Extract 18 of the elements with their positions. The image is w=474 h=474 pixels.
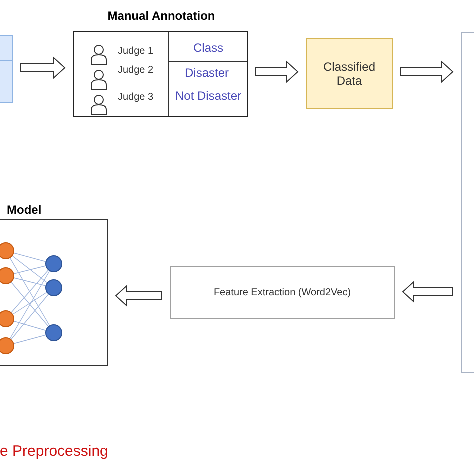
process-box bbox=[170, 266, 395, 319]
process-box bbox=[306, 38, 393, 109]
box-label: Feature Extraction (Word2Vec) bbox=[212, 287, 352, 298]
judge-label: Judge 2 bbox=[118, 65, 155, 76]
column-header: Class bbox=[192, 41, 224, 55]
block-arrow bbox=[20, 56, 66, 80]
class-label: Disaster bbox=[184, 66, 230, 80]
block-arrow bbox=[402, 280, 454, 304]
heading: Manual Annotation bbox=[106, 9, 216, 23]
block-arrow bbox=[400, 60, 454, 84]
judge-label: Judge 1 bbox=[118, 46, 155, 57]
block-arrow bbox=[256, 60, 299, 84]
box-label: Classified Data bbox=[322, 60, 377, 88]
class-label: Not Disaster bbox=[174, 89, 243, 103]
section-title: e Preprocessing bbox=[0, 443, 110, 460]
judge-label: Judge 3 bbox=[118, 92, 155, 103]
block-arrow bbox=[115, 284, 162, 308]
heading: Model bbox=[7, 203, 43, 217]
